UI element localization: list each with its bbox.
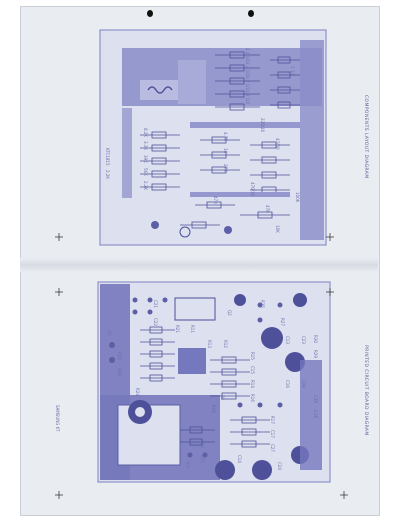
part-label: C13 xyxy=(285,336,290,344)
part-label: R21 xyxy=(175,325,180,333)
part-label: R17 xyxy=(270,416,275,424)
part-label: IC1 xyxy=(185,462,190,469)
part-label: R30 xyxy=(313,335,318,343)
part-label: 3.3K xyxy=(143,141,148,150)
part-label: C12 xyxy=(200,440,205,448)
registration-marks xyxy=(55,233,348,499)
part-label: C21 xyxy=(153,300,158,308)
part-label: C27 xyxy=(270,444,275,452)
page-fold xyxy=(20,258,378,272)
part-label: 8.2K xyxy=(143,128,148,137)
binder-hole-right xyxy=(248,10,254,17)
part-label: 22K xyxy=(223,164,228,172)
part-label: 10K xyxy=(275,225,280,233)
part-label: 220/16 xyxy=(260,118,265,133)
part-label: C16 xyxy=(285,380,290,388)
part-label: C18 xyxy=(313,410,318,418)
part-label: 100K xyxy=(295,192,300,203)
part-label: 4.7K xyxy=(223,132,228,141)
part-label: 1 1/2 xyxy=(290,66,295,77)
part-label: C15 xyxy=(250,366,255,374)
part-label: C11 xyxy=(200,455,205,463)
part-label: C26 xyxy=(301,380,306,388)
pcb-diagram-title: PRINTED CIRCUIT BOARD DIAGRAM xyxy=(363,345,368,436)
part-label: 2.2K xyxy=(105,170,110,179)
binder-hole-left xyxy=(147,10,153,17)
part-label: 470 xyxy=(213,196,218,204)
maker-note: SAMSUNG KT xyxy=(55,405,60,432)
part-label: Q2 xyxy=(227,310,232,316)
part-label: R16 xyxy=(250,394,255,402)
part-label: 2.2 1/2 xyxy=(245,62,250,77)
components-layout-board xyxy=(99,29,327,246)
part-label: KTC1815 xyxy=(105,148,110,166)
part-label: R24 xyxy=(135,388,140,396)
part-label: C23 xyxy=(301,336,306,344)
part-label: R15 xyxy=(250,352,255,360)
part-label: D1 xyxy=(220,395,225,401)
part-label: 2.2K xyxy=(143,181,148,190)
part-label: 56K xyxy=(143,168,148,176)
part-label: C28 xyxy=(313,395,318,403)
part-label: R14 xyxy=(250,380,255,388)
part-label: C14 xyxy=(237,455,242,463)
part-label: Q1 xyxy=(107,330,112,336)
part-label: 47K xyxy=(265,205,270,213)
printed-circuit-board xyxy=(97,281,331,483)
part-label: 39K xyxy=(143,155,148,163)
part-label: C17 xyxy=(270,430,275,438)
part-label: R27 xyxy=(280,318,285,326)
part-label: 47/50 xyxy=(275,138,280,150)
part-label: R29 xyxy=(313,350,318,358)
part-label: R23 xyxy=(117,368,122,376)
part-label: R26 xyxy=(211,405,216,413)
part-label: 470/10 xyxy=(250,182,255,197)
part-label: 1K xyxy=(223,148,228,154)
part-label: R13 xyxy=(207,340,212,348)
part-label: 2.2 1/2 xyxy=(245,90,250,105)
part-label: C22 xyxy=(153,318,158,326)
part-label: R22 xyxy=(117,352,122,360)
part-label: 2.2 1/2 xyxy=(245,48,250,63)
part-label: R25 xyxy=(260,300,265,308)
part-label: R11 xyxy=(190,325,195,333)
part-label: C24 xyxy=(277,462,282,470)
components-layout-title: COMPONENTS LAYOUT DIAGRAM xyxy=(363,95,368,179)
part-label: 2.2 1/2 xyxy=(245,76,250,91)
part-label: R12 xyxy=(223,340,228,348)
